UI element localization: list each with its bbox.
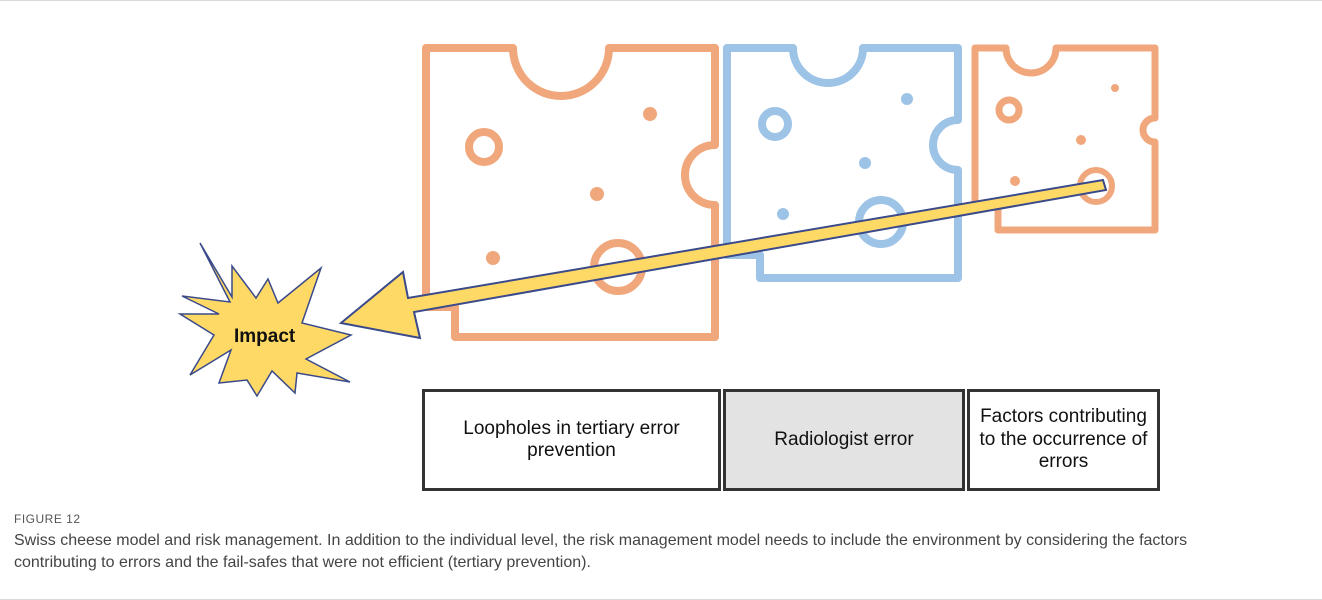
hole xyxy=(859,157,871,169)
arrow-icon xyxy=(338,178,1108,340)
label-box-contributing-factors: Factors contributing to the occurrence o… xyxy=(967,389,1160,491)
hole xyxy=(901,93,913,105)
impact-label: Impact xyxy=(234,326,296,347)
hole xyxy=(590,187,604,201)
cheese-slice-right xyxy=(971,44,1159,234)
label-box-tertiary-prevention: Loopholes in tertiary error prevention xyxy=(422,389,721,491)
hole xyxy=(777,208,789,220)
figure-caption: Swiss cheese model and risk management. … xyxy=(14,532,1188,572)
label-tertiary-prevention: Loopholes in tertiary error prevention xyxy=(463,417,680,461)
figure-label: FIGURE 12 xyxy=(14,512,81,526)
starburst-icon xyxy=(177,242,354,398)
hole xyxy=(995,96,1023,124)
label-contributing-factors: Factors contributing to the occurrence o… xyxy=(979,406,1148,473)
impact-starburst: Impact xyxy=(177,242,354,398)
hole xyxy=(465,128,503,166)
hole xyxy=(1010,176,1020,186)
hole xyxy=(486,251,500,265)
label-box-radiologist-error: Radiologist error xyxy=(723,389,965,491)
label-radiologist-error: Radiologist error xyxy=(774,428,914,450)
hole xyxy=(1076,135,1086,145)
hole xyxy=(643,107,657,121)
hole xyxy=(758,107,792,141)
error-trajectory-arrow xyxy=(338,178,1108,340)
hole xyxy=(1111,84,1119,92)
